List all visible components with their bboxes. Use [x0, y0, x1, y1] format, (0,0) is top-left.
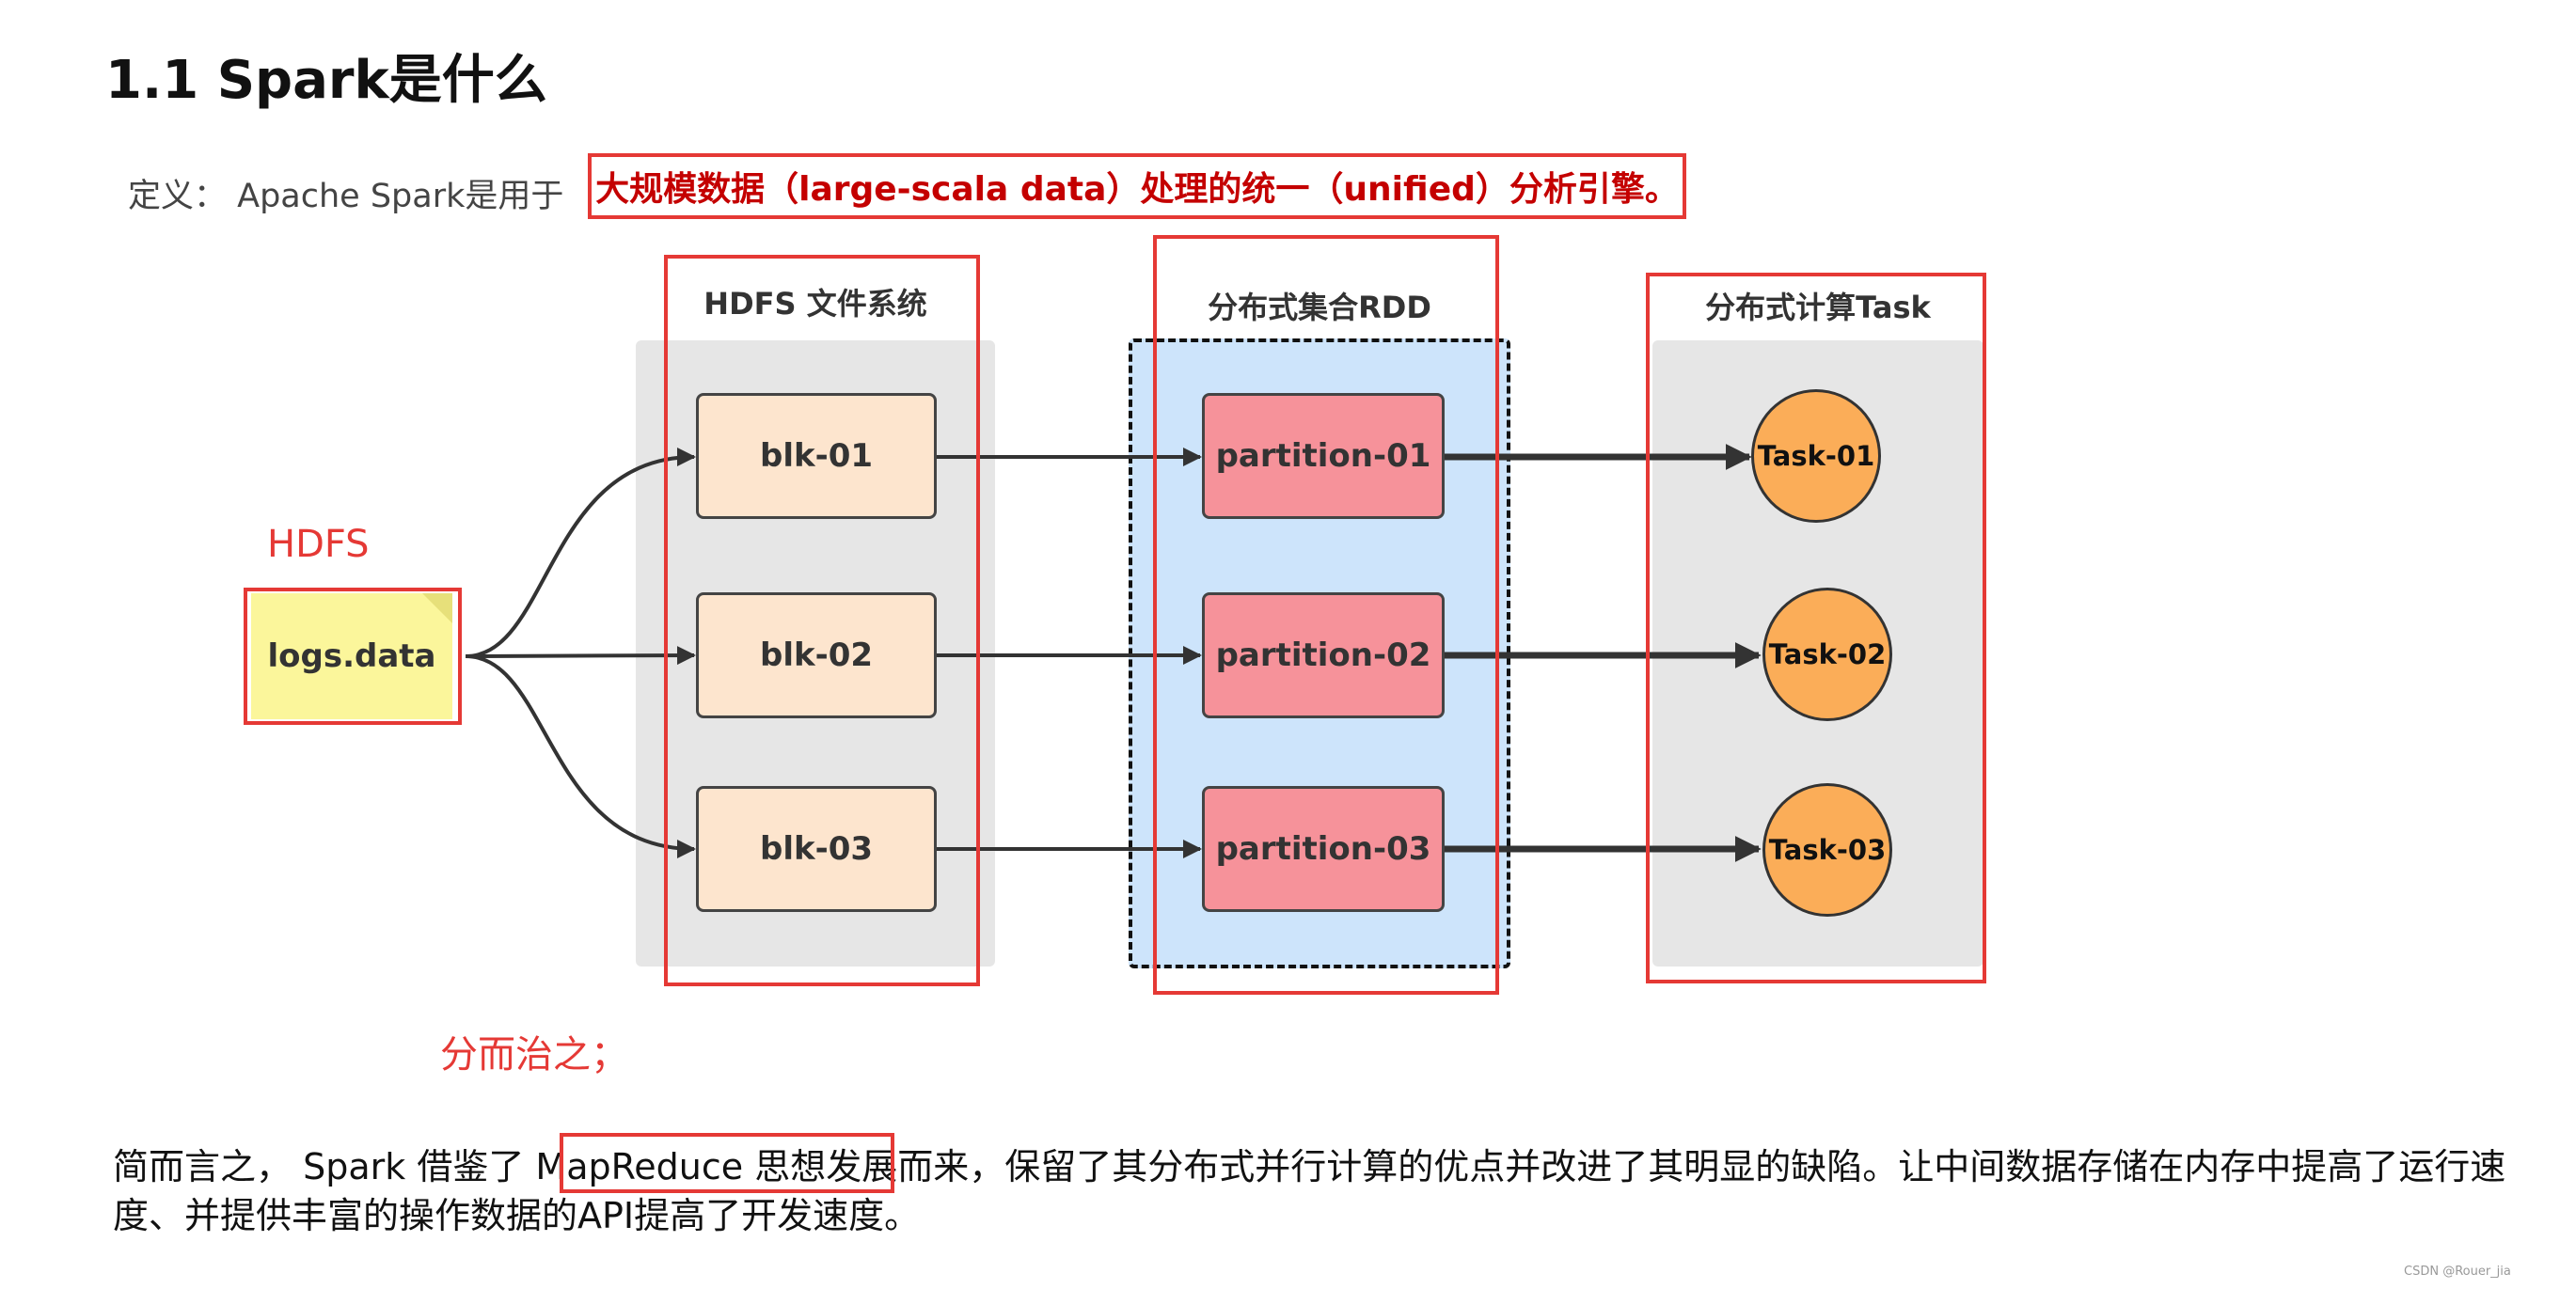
summary-part2: 发展而来，保留了其分布式并行计算的优点并改进了其明显的缺陷。让中间数据存储在内存…: [113, 1146, 2506, 1236]
hdfs-column-title: HDFS 文件系统: [703, 286, 927, 322]
rdd-column-highlight: [1153, 235, 1499, 995]
logs-data-label: logs.data: [267, 637, 436, 675]
task-node: Task-02: [1762, 588, 1892, 721]
block-node: blk-01: [696, 393, 937, 519]
mapreduce-highlight: [560, 1133, 894, 1193]
block-node: blk-03: [696, 786, 937, 912]
hdfs-annotation: HDFS: [267, 523, 370, 566]
mapreduce-term: MapReduce 思想: [535, 1146, 827, 1187]
definition-highlight: 大规模数据（large-scala data）处理的统一（unified）分析引…: [588, 153, 1686, 219]
hdfs-column-highlight: [664, 255, 980, 986]
arrow-logs-to-blk-02: [465, 646, 696, 666]
block-node: blk-02: [696, 592, 937, 718]
rdd-column-title: 分布式集合RDD: [1208, 290, 1431, 325]
partition-node: partition-02: [1202, 592, 1445, 718]
task-column-title: 分布式计算Task: [1705, 290, 1931, 325]
task-node: Task-01: [1751, 389, 1881, 523]
summary-part1: 简而言之， Spark 借鉴了: [113, 1146, 536, 1187]
partition-node: partition-01: [1202, 393, 1445, 519]
definition-prefix: 定义： Apache Spark是用于: [128, 178, 564, 215]
page-title: 1.1 Spark是什么: [105, 50, 547, 111]
arrow-logs-to-blk-03: [465, 654, 696, 858]
source-credit: CSDN @Rouer_jia: [2404, 1265, 2511, 1279]
note-fold-icon: [422, 593, 452, 623]
logs-data-note: [251, 593, 452, 719]
summary-paragraph: 简而言之， Spark 借鉴了 MapReduce 思想发展而来，保留了其分布式…: [113, 1142, 2539, 1240]
partition-node: partition-03: [1202, 786, 1445, 912]
task-column-highlight: [1646, 273, 1986, 983]
arrow-logs-to-blk-01: [465, 448, 696, 658]
divide-and-conquer-note: 分而治之；: [440, 1033, 628, 1077]
task-node: Task-03: [1762, 783, 1892, 917]
logs-data-highlight: [244, 588, 462, 725]
